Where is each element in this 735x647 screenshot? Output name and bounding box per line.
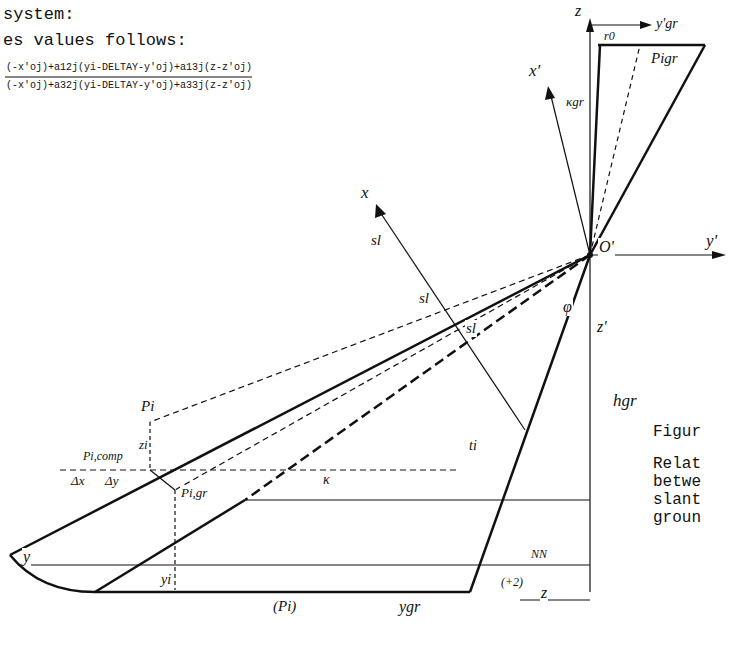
typed-text: Figur — [652, 424, 702, 442]
axis-label: φ — [562, 298, 573, 316]
axis-label: Pi — [140, 398, 155, 415]
axis-label: y' — [705, 232, 718, 251]
axis-label: sl — [370, 232, 382, 249]
axis-label: x — [360, 184, 370, 203]
typed-text: groun — [652, 510, 702, 528]
axis-label: (+2) — [500, 576, 524, 589]
axis-label: Pigr — [650, 50, 679, 67]
axis-label: x' — [528, 62, 541, 81]
typed-text: (-x'oj)+a32j(yi-DELTAY-y'oj)+a33j(z-z'oj… — [5, 80, 253, 91]
axis-label: sl — [418, 290, 430, 307]
axis-label: κgr — [565, 95, 585, 109]
typed-text: system: — [2, 6, 75, 25]
axis-label: (Pi) — [272, 598, 297, 615]
axis-label: ygr — [398, 598, 421, 616]
axis-label: Pi,gr — [180, 486, 208, 500]
axis-label: ti — [468, 438, 478, 453]
axis-label: z — [574, 2, 582, 20]
typed-text: es values follows: — [2, 32, 188, 51]
axis-label: yi — [160, 572, 172, 587]
axis-label: zi — [138, 438, 149, 452]
typed-text: Relat — [652, 456, 702, 474]
axis-label: sl — [465, 320, 477, 337]
axis-label: hgr — [612, 392, 638, 411]
axis-label: NN — [530, 548, 548, 561]
axis-label: z' — [596, 318, 608, 336]
typed-text: slant — [652, 492, 702, 510]
typed-text: (-x'oj)+a12j(yi-DELTAY-y'oj)+a13j(z-z'oj… — [5, 62, 253, 73]
axis-label: Δy — [104, 474, 119, 488]
axis-label: y'gr — [655, 16, 679, 31]
axis-label: Δx — [70, 474, 85, 488]
axis-label: z — [540, 584, 548, 602]
typed-text: betwe — [652, 474, 702, 492]
axis-label: Pi,comp — [82, 450, 124, 463]
axis-label: κ — [322, 472, 331, 487]
axis-label: O' — [598, 238, 615, 256]
axis-label: y — [22, 548, 31, 566]
axis-label: r0 — [603, 30, 616, 43]
